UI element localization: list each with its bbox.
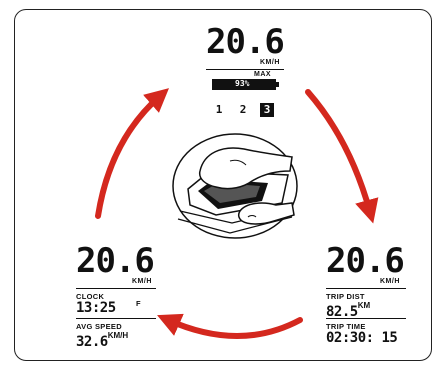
top-speed-unit: KM/H xyxy=(260,59,280,66)
top-display: 20.6 KM/H MAX 93% 1 2 3 xyxy=(206,25,286,125)
right-speed-value: 20.6 xyxy=(326,244,404,278)
trip-dist-unit: KM xyxy=(358,301,370,310)
left-divider-2 xyxy=(76,318,156,319)
clock-suffix: F xyxy=(136,299,141,308)
assist-level-1: 1 xyxy=(212,103,226,117)
trip-dist-label: TRIP DIST xyxy=(326,292,365,301)
top-speed-value: 20.6 xyxy=(206,25,284,59)
avg-speed-readout: 32.6KM/H xyxy=(76,331,128,350)
avg-speed-value: 32.6 xyxy=(76,334,108,350)
right-display: 20.6 KM/H TRIP DIST 82.5KM TRIP TIME 02:… xyxy=(326,244,410,344)
battery-tip xyxy=(276,82,279,87)
left-speed-value: 20.6 xyxy=(76,244,154,278)
right-divider-1 xyxy=(326,288,406,289)
left-display: 20.6 KM/H CLOCK 13:25 F AVG SPEED 32.6KM… xyxy=(76,244,160,344)
arrow-left-to-top xyxy=(98,96,160,216)
battery-value: 93% xyxy=(235,80,249,88)
battery-icon: 93% xyxy=(212,79,276,90)
trip-time-value: 02:30: 15 xyxy=(326,331,397,345)
arrow-top-to-right xyxy=(308,92,370,212)
arrow-right-to-left xyxy=(168,320,300,336)
left-speed-unit: KM/H xyxy=(132,278,152,285)
thumb-pressing-button-icon xyxy=(170,131,300,241)
left-divider-1 xyxy=(76,288,156,289)
right-divider-2 xyxy=(326,318,406,319)
battery-max-label: MAX xyxy=(254,71,271,78)
clock-value: 13:25 xyxy=(76,301,116,315)
top-divider xyxy=(206,69,284,70)
assist-level-2: 2 xyxy=(236,103,250,117)
right-speed-unit: KM/H xyxy=(380,278,400,285)
avg-speed-unit: KM/H xyxy=(108,331,128,340)
avg-speed-label: AVG SPEED xyxy=(76,322,122,331)
assist-level-3: 3 xyxy=(260,103,274,117)
